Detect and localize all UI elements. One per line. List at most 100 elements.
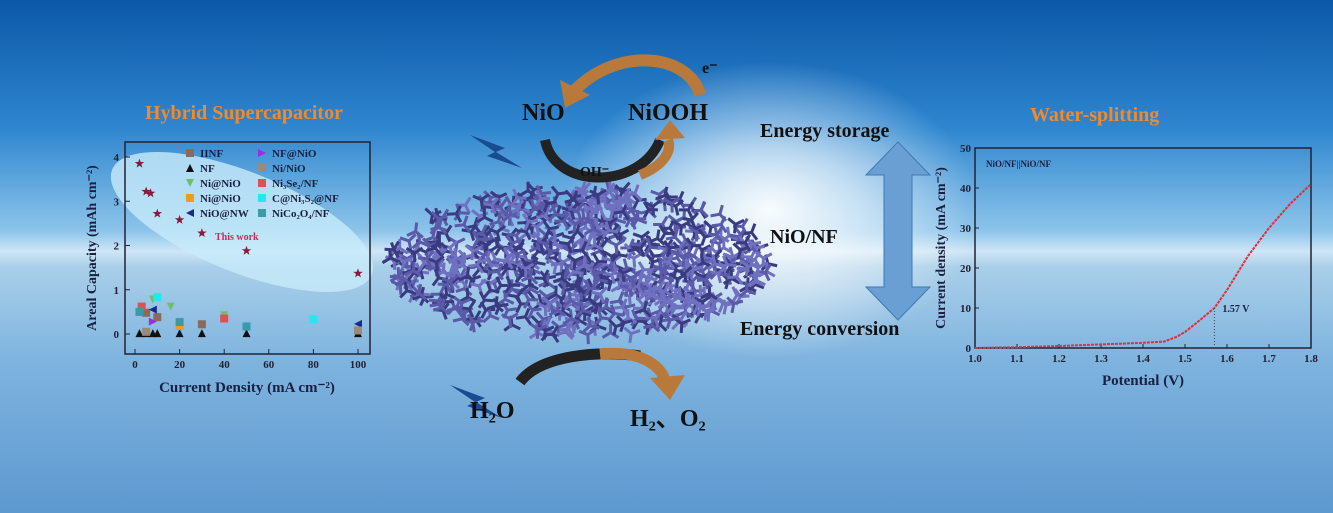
reduction-arc bbox=[540, 137, 665, 183]
nanosheet bbox=[575, 256, 593, 273]
nanosheet bbox=[548, 301, 567, 317]
oxidation-arc-arrow bbox=[570, 54, 706, 97]
nanosheet bbox=[672, 219, 691, 236]
nanosheet bbox=[476, 207, 494, 224]
nanosheet bbox=[534, 269, 550, 288]
data-point bbox=[242, 322, 251, 331]
nanosheet bbox=[488, 262, 504, 281]
nanosheet bbox=[501, 312, 519, 329]
y-tick-label: 1 bbox=[114, 285, 120, 297]
data-point bbox=[258, 164, 266, 172]
nanosheet bbox=[399, 281, 417, 299]
double-arrow bbox=[864, 141, 932, 321]
data-point bbox=[135, 307, 144, 316]
nanosheet bbox=[547, 204, 565, 222]
nanosheet bbox=[404, 261, 422, 278]
data-point bbox=[241, 245, 252, 255]
nanosheet bbox=[543, 242, 560, 261]
data-point bbox=[258, 149, 266, 157]
nanosheet bbox=[536, 300, 554, 317]
data-point bbox=[258, 209, 266, 217]
data-point bbox=[175, 318, 184, 327]
data-point bbox=[153, 313, 162, 322]
nanosheet bbox=[472, 230, 488, 249]
nanosheet bbox=[504, 275, 521, 294]
lsv-curve bbox=[974, 183, 1312, 349]
nanosheet bbox=[655, 186, 673, 204]
data-point bbox=[175, 329, 184, 338]
legend-label: NiCo₂O₄/NF bbox=[272, 208, 330, 220]
nanosheet bbox=[589, 188, 607, 205]
legend-label: Ni@NiO bbox=[200, 193, 241, 205]
nanosheet bbox=[477, 250, 495, 268]
data-point bbox=[153, 329, 162, 338]
nanosheet bbox=[446, 299, 464, 318]
nanosheet bbox=[507, 199, 525, 217]
nanosheet bbox=[411, 232, 429, 250]
nanosheet bbox=[482, 196, 500, 215]
arrowhead bbox=[650, 375, 685, 400]
y-tick-label: 30 bbox=[960, 223, 972, 235]
data-point bbox=[186, 164, 194, 172]
lightning-icon bbox=[470, 135, 522, 168]
nanosheet bbox=[748, 271, 766, 288]
nio-nf-label: NiO/NF bbox=[770, 226, 838, 248]
x-tick-label: 100 bbox=[350, 359, 367, 371]
nanosheet bbox=[637, 261, 654, 279]
nanosheet bbox=[441, 273, 459, 291]
nanosheet bbox=[682, 211, 700, 230]
energy-storage-label: Energy storage bbox=[760, 120, 890, 142]
nanosheet bbox=[584, 219, 602, 236]
legend-label: Ni@NiO bbox=[200, 178, 241, 190]
nanosheet bbox=[486, 296, 504, 313]
data-point bbox=[309, 315, 318, 324]
x-axis-label: Potential (V) bbox=[1102, 373, 1184, 389]
nanosheet bbox=[550, 185, 568, 204]
nanosheet bbox=[432, 298, 450, 316]
data-point bbox=[174, 214, 185, 224]
nanosheet bbox=[742, 223, 759, 241]
nanosheet bbox=[631, 239, 648, 258]
nanosheet bbox=[515, 307, 533, 326]
legend-label: IINF bbox=[200, 148, 224, 160]
nanosheet bbox=[643, 199, 662, 216]
nanosheet bbox=[668, 299, 685, 317]
nanosheet bbox=[452, 309, 470, 327]
nanosheet bbox=[608, 318, 626, 336]
data-point bbox=[148, 305, 157, 314]
nanosheet bbox=[522, 291, 539, 309]
nanosheet bbox=[644, 285, 662, 302]
right-title: Water-splitting bbox=[1030, 104, 1160, 126]
x-tick-label: 1.6 bbox=[1220, 353, 1234, 365]
data-point bbox=[186, 149, 194, 157]
data-point bbox=[197, 329, 206, 338]
nanosheet bbox=[566, 262, 584, 279]
nanosheet bbox=[384, 240, 400, 259]
nanosheet bbox=[591, 270, 609, 288]
data-point bbox=[186, 209, 194, 217]
nanosheet bbox=[678, 201, 695, 220]
nanosheet bbox=[508, 248, 527, 264]
nanosheet bbox=[668, 272, 687, 289]
nanosheet bbox=[692, 200, 709, 219]
highlight-ellipse bbox=[110, 152, 374, 292]
nanosheet bbox=[711, 215, 728, 234]
data-point bbox=[186, 194, 194, 202]
nanosheet bbox=[720, 255, 737, 273]
reduction-arc-arrow bbox=[637, 138, 674, 180]
nanosheet bbox=[427, 255, 445, 272]
lightning-icon bbox=[450, 385, 502, 418]
nanosheet bbox=[630, 210, 647, 228]
nanosheet bbox=[477, 291, 494, 309]
nanosheet bbox=[488, 225, 506, 242]
x-tick-label: 20 bbox=[174, 359, 186, 371]
nanosheet bbox=[454, 215, 471, 233]
data-point bbox=[135, 329, 144, 338]
data-point bbox=[220, 314, 229, 323]
nanosheet bbox=[597, 297, 616, 313]
nanosheet bbox=[749, 261, 767, 278]
x-tick-label: 0 bbox=[132, 359, 138, 371]
data-point bbox=[152, 208, 163, 218]
